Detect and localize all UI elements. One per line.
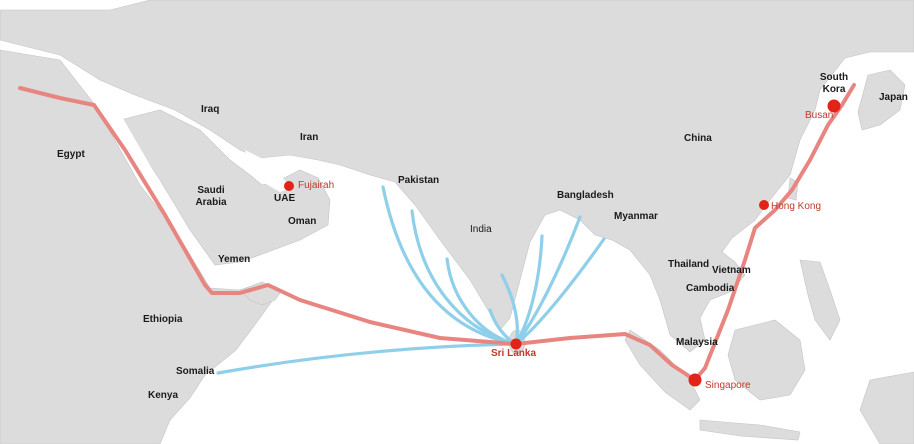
persian-gulf [245,150,292,192]
port-label-busan: Busan [805,110,834,121]
port-markers [284,99,841,387]
red-sea [100,95,205,268]
port-label-fujairah: Fujairah [298,180,335,191]
island-new-guinea [859,371,914,444]
port-marker-sri-lanka [510,338,522,350]
label-yemen: Yemen [218,254,251,265]
label-vietnam: Vietnam [712,265,751,276]
island-borneo [727,319,806,401]
port-label-hong-kong: Hong Kong [771,201,822,212]
island-japan [857,69,906,131]
label-china: China [684,133,712,144]
port-label-singapore: Singapore [705,380,751,391]
feeder-route-india-east [500,273,519,346]
label-ethiopia: Ethiopia [143,314,183,325]
label-uae: UAE [274,193,296,204]
island-sumatra [624,329,701,411]
label-india: India [470,224,492,235]
label-egypt: Egypt [57,149,85,160]
port-marker-singapore [688,373,702,387]
label-malaysia: Malaysia [676,337,718,348]
label-japan: Japan [879,92,908,103]
label-somalia: Somalia [176,366,215,377]
label-oman: Oman [288,216,317,227]
label-south-korea: South Kora [819,72,849,95]
port-marker-hong-kong [759,200,769,210]
island-java [699,419,801,441]
feeder-route-india-west [445,257,518,346]
label-pakistan: Pakistan [398,175,440,186]
landmass-asia [0,0,914,353]
feeder-routes [216,185,606,375]
label-bangladesh: Bangladesh [557,190,614,201]
landmass-arabia [119,109,331,266]
feeder-route-somalia [216,342,518,375]
label-iran: Iran [300,132,319,143]
label-thailand: Thailand [668,259,710,270]
label-kenya: Kenya [148,390,179,401]
main-route-line [18,83,856,382]
label-saudi-arabia: Saudi Arabia [195,185,227,208]
port-marker-busan [827,99,841,113]
port-label-sri-lanka: Sri Lanka [491,348,537,359]
label-myanmar: Myanmar [614,211,658,222]
feeder-route-bangladesh-2 [514,215,582,346]
island-philippines [799,259,841,341]
main-route [18,83,856,382]
feeder-route-myanmar [514,237,606,346]
label-iraq: Iraq [201,104,220,115]
port-marker-fujairah [284,181,294,191]
label-cambodia: Cambodia [686,283,735,294]
feeder-route-pakistan-1 [381,185,518,346]
